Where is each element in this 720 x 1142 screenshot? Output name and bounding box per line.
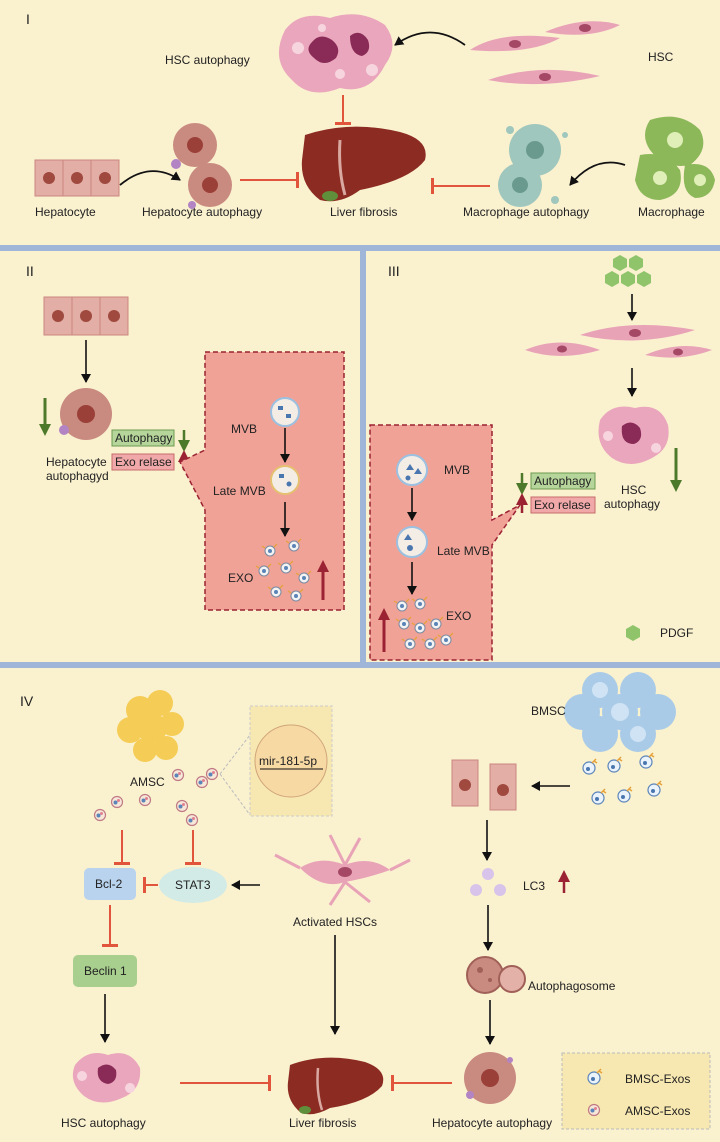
hsc-cell-icon bbox=[470, 21, 620, 85]
hsc-to-autophagy-arrow bbox=[394, 31, 466, 46]
p4-liver-fibrosis-label: Liver fibrosis bbox=[289, 1116, 356, 1130]
p3-exo-release-label: Exo relase bbox=[534, 498, 591, 512]
hepatocyte-tissue-icon bbox=[34, 159, 120, 197]
p2-mvb-label: MVB bbox=[231, 422, 257, 436]
hsc-autophagy-icon bbox=[278, 14, 393, 93]
legend-amsc-label: AMSC-Exos bbox=[625, 1104, 690, 1118]
bcl2-label: Bcl-2 bbox=[95, 877, 123, 891]
mvb-icon bbox=[270, 397, 300, 427]
hsc-label: HSC bbox=[648, 50, 674, 64]
autophagosome-icon bbox=[466, 956, 526, 994]
panel-1-label: I bbox=[26, 11, 30, 27]
autophagosome-label: Autophagosome bbox=[528, 979, 616, 993]
activated-hscs-label: Activated HSCs bbox=[293, 915, 377, 929]
lc3-label: LC3 bbox=[523, 879, 545, 893]
macrophage-autophagy-label: Macrophage autophagy bbox=[463, 205, 589, 219]
p3-exo-release-box bbox=[530, 496, 596, 514]
panel-3: III HSC autophagy Autophagy Exo relase bbox=[369, 255, 712, 661]
p2-hepatocyte-label-1: Hepatocyte bbox=[46, 455, 107, 469]
hepatocyte-autophagy-icon bbox=[171, 123, 232, 209]
panel-2-label: II bbox=[26, 263, 34, 279]
pdgf-label: PDGF bbox=[660, 626, 693, 640]
amsc-cluster-icon bbox=[117, 690, 184, 762]
beclin1-label: Beclin 1 bbox=[84, 964, 127, 978]
p2-late-mvb-label: Late MVB bbox=[213, 484, 266, 498]
bmsc-cluster-icon bbox=[564, 672, 676, 752]
p3-mvb-label: MVB bbox=[444, 463, 470, 477]
macrophage-to-autophagy-arrow bbox=[569, 161, 626, 186]
p4-hepatocyte-autophagy-label: Hepatocyte autophagy bbox=[432, 1116, 552, 1130]
p3-autophagy-label: Autophagy bbox=[534, 474, 591, 488]
p2-autophagy-label: Autophagy bbox=[115, 431, 172, 445]
stat3-label: STAT3 bbox=[175, 878, 211, 892]
late-mvb-icon bbox=[396, 526, 428, 558]
p3-exo-label: EXO bbox=[446, 609, 471, 623]
macrophage-label: Macrophage bbox=[638, 205, 705, 219]
p4-hsc-autophagy-label: HSC autophagy bbox=[61, 1116, 146, 1130]
hepatocyte-autophagy-icon bbox=[59, 388, 112, 440]
legend-bmsc-label: BMSC-Exos bbox=[625, 1072, 690, 1086]
liver-icon bbox=[301, 126, 426, 202]
zoom-lines bbox=[219, 734, 251, 816]
stat3-node bbox=[159, 867, 227, 903]
hepatocyte-tissue-icon bbox=[451, 759, 517, 811]
mirna-exosome-icon bbox=[254, 724, 328, 798]
legend-amsc-icon bbox=[587, 1103, 601, 1117]
hsc-autophagy-icon bbox=[598, 406, 669, 464]
beclin1-box bbox=[73, 955, 137, 987]
bmsc-label: BMSC bbox=[531, 704, 566, 718]
mirna-label: mir-181-5p bbox=[259, 754, 317, 768]
p2-exo-release-box bbox=[111, 453, 175, 471]
hepatocyte-label: Hepatocyte bbox=[35, 205, 96, 219]
mvb-icon bbox=[396, 454, 428, 486]
liver-icon bbox=[287, 1057, 384, 1115]
macrophage-autophagy-icon bbox=[498, 124, 568, 207]
hsc-cell-icon bbox=[525, 325, 712, 358]
p2-exo-release-label: Exo relase bbox=[115, 455, 172, 469]
p2-hepatocyte-label-2: autophagyd bbox=[46, 469, 109, 483]
panel-2: II Hepatocyte autophagyd Autophagy Exo r… bbox=[26, 263, 345, 611]
legend-box bbox=[561, 1052, 711, 1130]
panel-4: IV AMSC mir-181-5p Bcl-2 STAT3 bbox=[20, 672, 711, 1130]
p3-autophagy-box bbox=[530, 472, 596, 490]
macrophage-icon bbox=[635, 116, 715, 200]
p3-late-mvb-label: Late MVB bbox=[437, 544, 490, 558]
panel-4-label: IV bbox=[20, 693, 34, 709]
p2-exo-box bbox=[178, 351, 345, 611]
panel-1: I HSC HSC autophagy Liver fibros bbox=[26, 11, 715, 219]
bcl2-box bbox=[84, 868, 136, 900]
hepatocyte-autophagy-label: Hepatocyte autophagy bbox=[142, 205, 262, 219]
divider-bottom bbox=[0, 662, 720, 668]
hsc-autophagy-icon bbox=[72, 1052, 141, 1103]
p2-autophagy-box bbox=[111, 429, 175, 447]
divider-top bbox=[0, 245, 720, 251]
p2-exo-label: EXO bbox=[228, 571, 253, 585]
hepatocyte-tissue-icon bbox=[43, 296, 129, 336]
p3-hsc-label-1: HSC bbox=[621, 483, 647, 497]
divider-vertical bbox=[360, 251, 366, 662]
activated-hsc-icon bbox=[274, 834, 411, 906]
hepatocyte-autophagy-icon bbox=[464, 1052, 516, 1104]
late-mvb-icon bbox=[270, 465, 300, 495]
hepatocyte-to-autophagy-arrow bbox=[119, 170, 181, 186]
liver-fibrosis-label: Liver fibrosis bbox=[330, 205, 397, 219]
amsc-label: AMSC bbox=[130, 775, 165, 789]
p3-hsc-label-2: autophagy bbox=[604, 497, 660, 511]
lc3-dot-icon bbox=[470, 868, 506, 896]
panel-3-label: III bbox=[388, 263, 400, 279]
hsc-autophagy-label: HSC autophagy bbox=[165, 53, 250, 67]
